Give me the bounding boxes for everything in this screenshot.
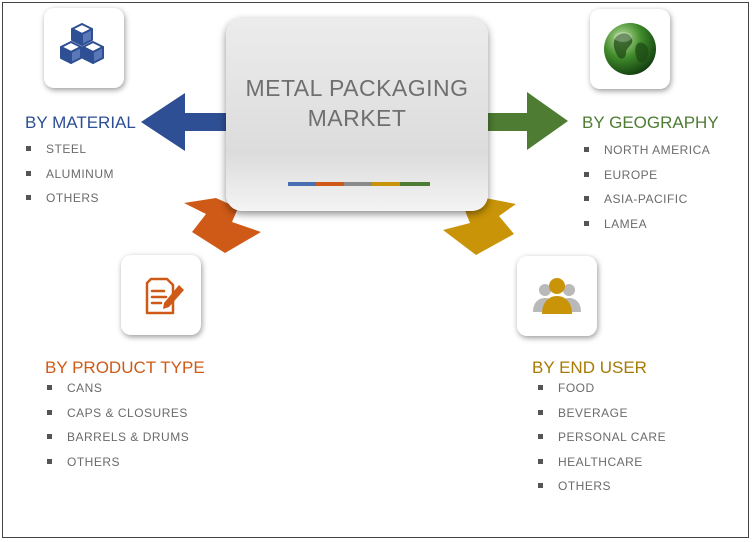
bullet [538,409,543,415]
users-icon [533,278,581,314]
list-item: OTHERS [538,479,666,504]
material-item-aluminum: ALUMINUM [46,166,115,181]
list-item: ALUMINUM [26,167,114,192]
geography-tile [590,9,670,89]
end-user-item-food: FOOD [558,381,595,395]
bullet [26,195,31,200]
list-item: PERSONAL CARE [538,430,666,455]
color-bar-gray [344,182,372,186]
product-item-caps-closures: CAPS & CLOSURES [67,405,188,420]
arrow-down-left-product [184,198,261,253]
bullet [584,171,589,177]
end-user-item-healthcare: HEALTHCARE [558,454,643,469]
product-item-barrels-drums: BARRELS & DRUMS [67,430,190,444]
document-edit-icon [145,277,184,315]
bullet [538,385,543,390]
list-item: EUROPE [584,168,710,193]
product-item-others: OTHERS [67,454,121,469]
bullet [26,170,31,176]
material-item-others: OTHERS [46,191,100,205]
material-item-steel: STEEL [46,142,87,156]
bullet [47,458,52,464]
product-item-cans: CANS [67,381,103,395]
bullet [538,434,543,439]
product-type-tile [121,255,201,335]
bullet [584,196,589,201]
list-item: STEEL [26,142,114,167]
bullet [47,385,52,390]
list-item: FOOD [538,381,666,406]
end-user-heading: BY END USER [532,358,647,377]
list-item: NORTH AMERICA [584,143,710,168]
list-item: ASIA-PACIFIC [584,192,710,217]
end-user-item-personal-care: PERSONAL CARE [558,430,667,444]
bullet [47,409,52,415]
bullet [584,147,589,152]
bullet [47,434,52,439]
end-user-item-beverage: BEVERAGE [558,405,629,420]
center-title: METAL PACKAGING MARKET [245,75,469,131]
color-bar-orange [316,182,344,186]
bullet [26,146,31,151]
list-item: OTHERS [26,191,114,216]
end-user-tile [517,256,597,336]
geography-item-north-america: NORTH AMERICA [604,143,711,157]
list-item: BARRELS & DRUMS [47,430,189,455]
bullet [584,220,589,226]
material-list: STEEL ALUMINUM OTHERS [26,142,114,216]
list-item: OTHERS [47,455,189,480]
geography-item-lamea: LAMEA [604,216,648,231]
geography-list: NORTH AMERICA EUROPE ASIA-PACIFIC LAMEA [584,143,710,241]
end-user-item-others: OTHERS [558,479,612,493]
list-item: LAMEA [584,217,710,242]
color-bar-gold [372,182,400,186]
product-type-list: CANS CAPS & CLOSURES BARRELS & DRUMS OTH… [47,381,189,479]
material-heading: BY MATERIAL [25,113,136,132]
list-item: CAPS & CLOSURES [47,406,189,431]
list-item: BEVERAGE [538,406,666,431]
geography-heading: BY GEOGRAPHY [582,113,719,132]
geography-item-asia-pacific: ASIA-PACIFIC [604,192,688,206]
globe-icon [604,23,656,75]
bullet [538,458,543,464]
arrow-left-material [141,93,226,151]
end-user-list: FOOD BEVERAGE PERSONAL CARE HEALTHCARE O… [538,381,666,504]
product-type-heading: BY PRODUCT TYPE [45,358,205,377]
arrow-down-right-enduser [443,198,516,255]
arrow-right-geography [488,92,568,150]
color-bar-blue [288,182,316,186]
cubes-icon [60,23,104,64]
list-item: CANS [47,381,189,406]
material-tile [44,8,124,88]
list-item: HEALTHCARE [538,455,666,480]
center-box: METAL PACKAGING MARKET [226,18,488,211]
color-bar-green [400,182,430,186]
bullet [538,483,543,488]
geography-item-europe: EUROPE [604,167,658,182]
